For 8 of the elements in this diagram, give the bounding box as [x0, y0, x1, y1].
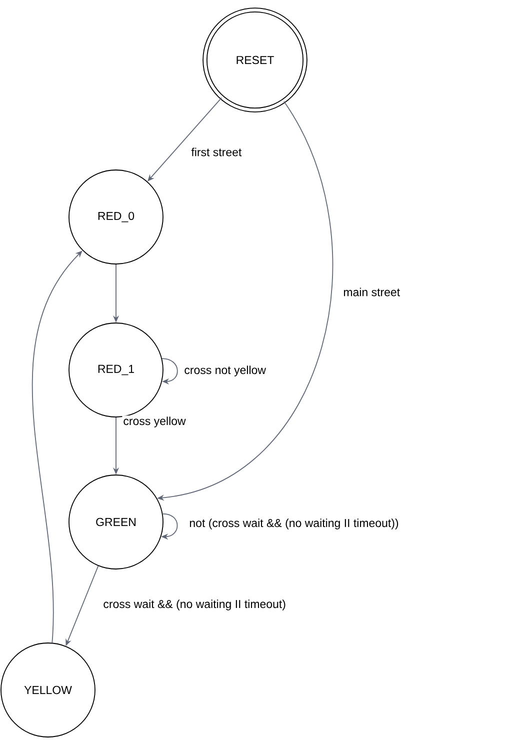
self-loop-arrow	[162, 358, 178, 385]
edge-label: cross yellow	[122, 416, 187, 428]
edge-label: first street	[190, 146, 243, 158]
edge-label: cross wait && (no waiting II timeout)	[102, 598, 287, 612]
edge-label: not (cross wait && (no waiting II timeout))	[188, 518, 400, 530]
edge-label: main street	[342, 286, 402, 298]
edge-label: cross not yellow	[183, 364, 267, 378]
arrow	[32, 250, 82, 644]
